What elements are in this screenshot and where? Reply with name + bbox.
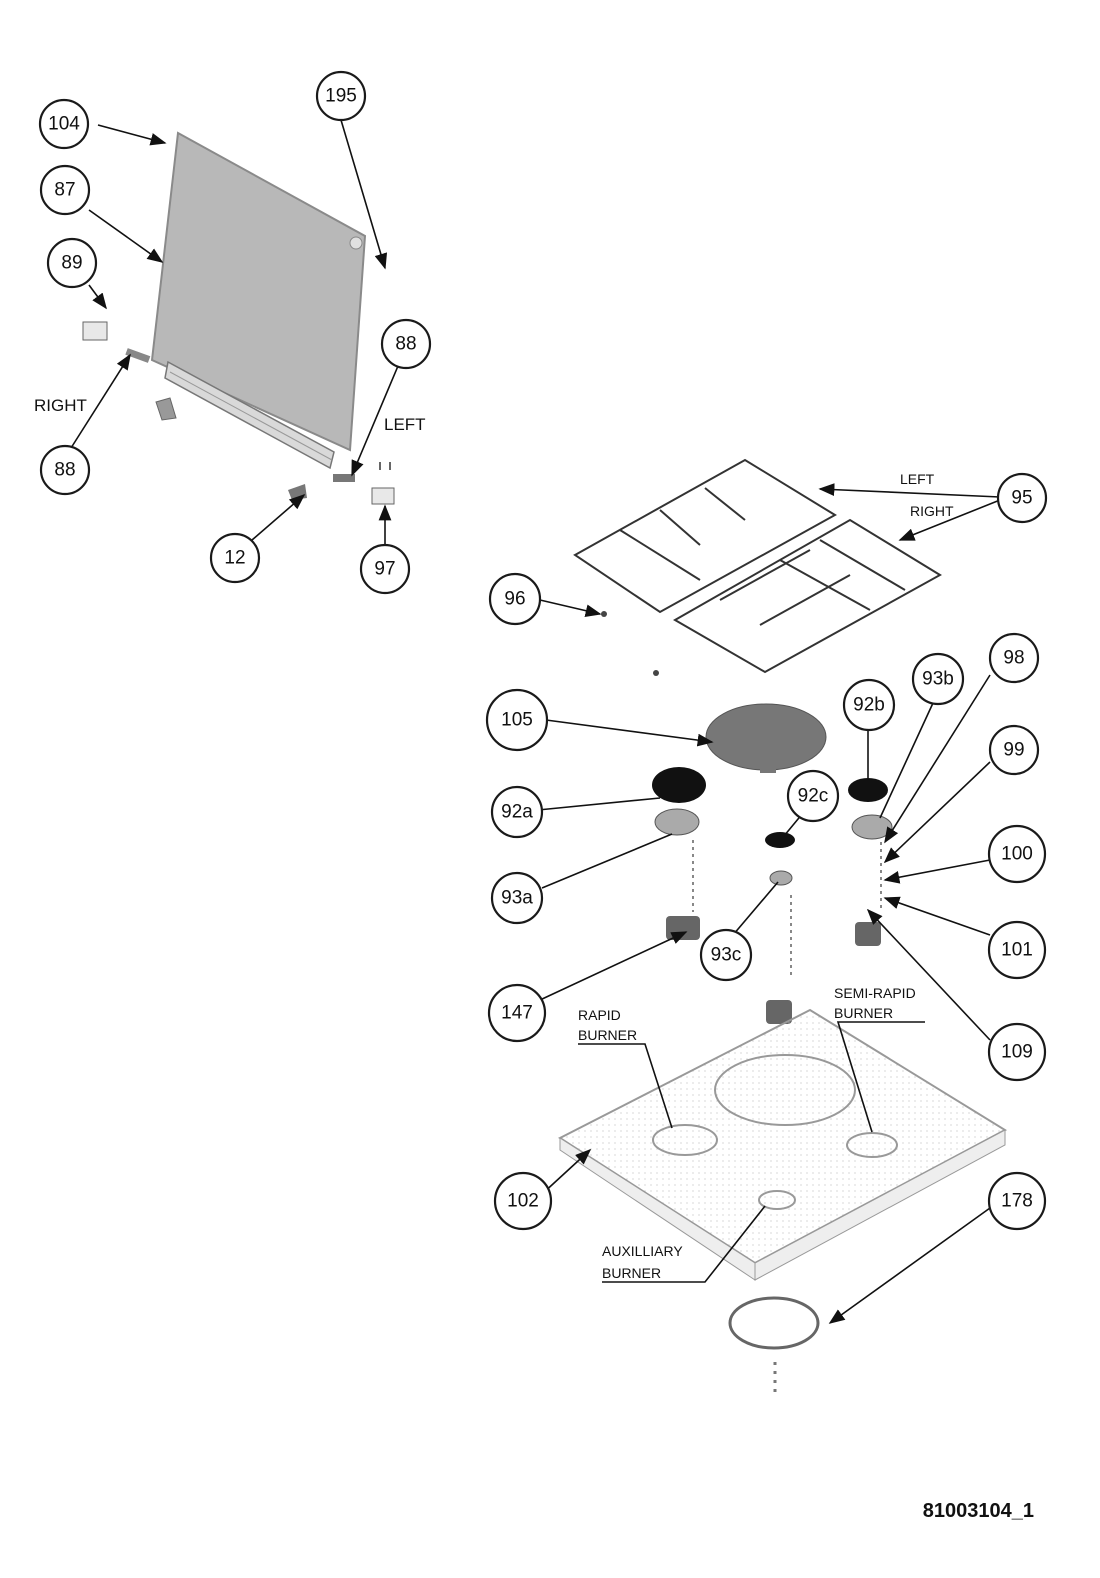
label-grate-right: RIGHT — [910, 503, 954, 519]
callout-92c: 92c — [786, 769, 840, 823]
svg-text:101: 101 — [1001, 940, 1033, 961]
callout-147: 147 — [487, 983, 547, 1043]
callout-101: 101 — [987, 920, 1047, 980]
burner-cap-92b — [848, 778, 888, 802]
label-semi-rapid-burner-2: BURNER — [834, 1005, 893, 1021]
label-semi-rapid-burner-1: SEMI-RAPID — [834, 985, 916, 1001]
grate-foot — [601, 611, 607, 617]
injector-valve-center — [766, 1000, 792, 1024]
svg-text:93a: 93a — [501, 888, 533, 909]
burner-head-93c — [769, 870, 793, 886]
hotplate-terminal — [760, 765, 776, 773]
burner-cap-92a — [652, 767, 706, 803]
svg-text:97: 97 — [374, 559, 395, 580]
burner-head-93b — [851, 814, 893, 840]
svg-text:93b: 93b — [922, 669, 954, 690]
label-grate-left: LEFT — [900, 471, 935, 487]
svg-text:89: 89 — [61, 253, 82, 274]
label-rapid-burner-2: BURNER — [578, 1027, 637, 1043]
callout-98: 98 — [988, 632, 1040, 684]
svg-text:178: 178 — [1001, 1191, 1033, 1212]
svg-text:195: 195 — [325, 86, 357, 107]
hinge-bracket-right — [82, 321, 108, 341]
seal-ring-178 — [728, 1296, 820, 1350]
callout-12: 12 — [209, 532, 261, 584]
callout-178: 178 — [987, 1171, 1047, 1231]
callout-195: 195 — [315, 70, 367, 122]
grate-left — [573, 458, 837, 614]
rapid-burner-seat — [652, 1124, 718, 1156]
callout-104: 104 — [38, 98, 90, 150]
callout-96: 96 — [488, 572, 542, 626]
hob-top-surface — [557, 1008, 1008, 1265]
callout-87: 87 — [39, 164, 91, 216]
callout-95: 95 — [996, 472, 1048, 524]
svg-text:88: 88 — [395, 334, 416, 355]
callout-89: 89 — [46, 237, 98, 289]
svg-text:92b: 92b — [853, 695, 885, 716]
callout-88-left: 88 — [380, 318, 432, 370]
hinge-pin-right — [125, 348, 151, 363]
callout-99: 99 — [988, 724, 1040, 776]
label-right-side: RIGHT — [34, 396, 87, 415]
svg-text:95: 95 — [1011, 488, 1032, 509]
pan-supports-grates — [573, 458, 942, 674]
hotplate-recess — [714, 1054, 856, 1126]
callout-97: 97 — [359, 543, 411, 595]
callout-92b: 92b — [842, 678, 896, 732]
callout-92a: 92a — [490, 785, 544, 839]
callout-93c: 93c — [699, 928, 753, 982]
svg-text:98: 98 — [1003, 648, 1024, 669]
callout-109: 109 — [987, 1022, 1047, 1082]
burner-cap-92c — [765, 832, 795, 848]
hotplate-105 — [705, 703, 827, 771]
svg-text:92c: 92c — [798, 786, 829, 807]
document-id: 81003104_1 — [922, 1500, 1034, 1522]
auxiliary-burner-seat — [758, 1190, 796, 1210]
lid-clip — [155, 397, 177, 421]
injector-valve-109 — [855, 922, 881, 946]
svg-text:93c: 93c — [711, 945, 742, 966]
svg-text:12: 12 — [224, 548, 245, 569]
svg-text:88: 88 — [54, 460, 75, 481]
svg-text:99: 99 — [1003, 740, 1024, 761]
callout-93a: 93a — [490, 871, 544, 925]
label-rapid-burner-1: RAPID — [578, 1007, 621, 1023]
svg-text:96: 96 — [504, 589, 525, 610]
injector-valve-147 — [666, 916, 700, 940]
glass-lid-panel — [150, 131, 367, 452]
label-auxiliary-burner-2: BURNER — [602, 1265, 661, 1281]
svg-text:102: 102 — [507, 1191, 539, 1212]
callout-105: 105 — [485, 688, 549, 752]
svg-text:100: 100 — [1001, 844, 1033, 865]
svg-text:104: 104 — [48, 114, 80, 135]
hinge-pin-left — [333, 474, 355, 482]
semi-rapid-burner-seat — [846, 1132, 898, 1158]
hinge-bracket-left — [371, 487, 395, 505]
hob-top-plate — [557, 1008, 1008, 1281]
label-left-side: LEFT — [384, 415, 426, 434]
svg-text:87: 87 — [54, 180, 75, 201]
lid-corner-dot — [349, 236, 363, 250]
grate-foot-2 — [653, 670, 659, 676]
burner-head-93a — [654, 808, 700, 836]
svg-text:147: 147 — [501, 1003, 533, 1024]
callout-100: 100 — [987, 824, 1047, 884]
label-auxiliary-burner-1: AUXILLIARY — [602, 1243, 683, 1259]
svg-text:105: 105 — [501, 710, 533, 731]
glass-lid-assembly — [82, 131, 395, 505]
hinge-clip-12 — [288, 484, 307, 500]
callout-93b: 93b — [911, 652, 965, 706]
svg-text:109: 109 — [1001, 1042, 1033, 1063]
callout-102: 102 — [493, 1171, 553, 1231]
callout-88-right: 88 — [39, 444, 91, 496]
grate-right — [672, 518, 942, 674]
svg-text:92a: 92a — [501, 802, 533, 823]
